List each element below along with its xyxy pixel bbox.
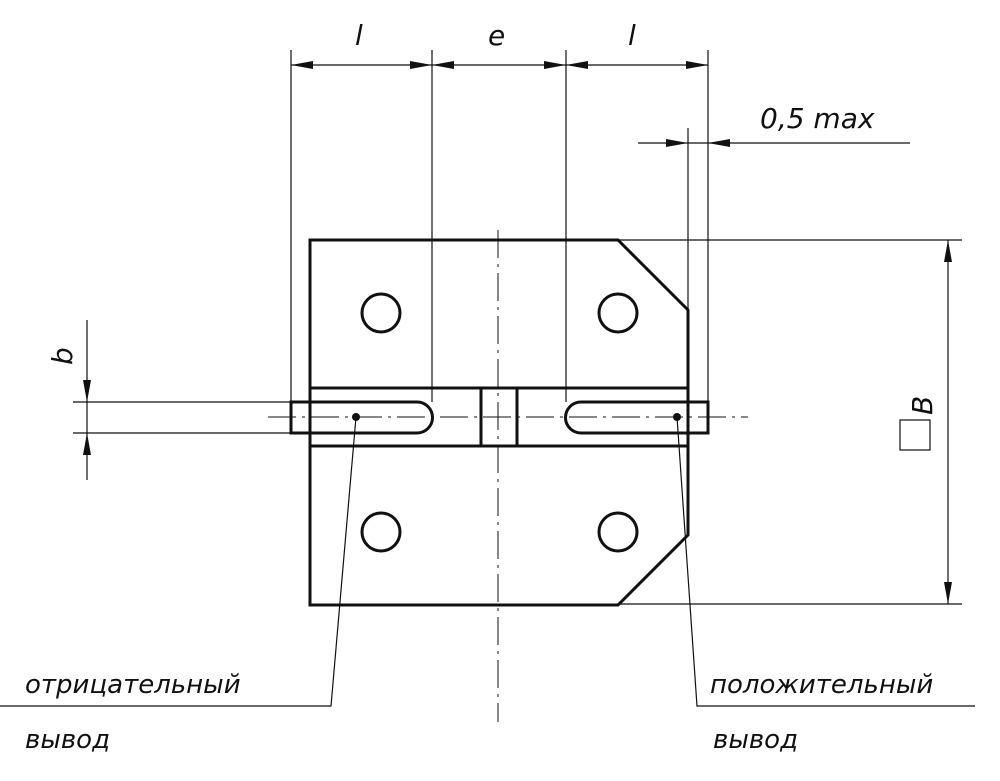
- label-positive-terminal-2: вывод: [713, 725, 798, 755]
- mounting-hole: [360, 292, 402, 334]
- dim-label-b: b: [46, 347, 79, 365]
- dim-label-overhang: 0,5 max: [760, 102, 875, 135]
- mounting-hole: [360, 511, 402, 553]
- dimension-arrows-top: [291, 61, 708, 69]
- dim-label-e: e: [488, 19, 505, 52]
- arrow: [944, 240, 952, 262]
- arrow: [666, 139, 688, 147]
- mounting-hole: [597, 511, 639, 553]
- dim-label-l-right: l: [628, 19, 636, 52]
- arrow: [83, 433, 91, 455]
- mounting-hole: [597, 292, 639, 334]
- arrow: [83, 380, 91, 402]
- leader-negative: [0, 416, 357, 707]
- label-negative-terminal-2: вывод: [25, 725, 110, 755]
- dim-label-B: B: [906, 396, 939, 415]
- label-negative-terminal: отрицательный: [25, 670, 241, 700]
- label-positive-terminal: положительный: [710, 670, 933, 700]
- square-symbol: [899, 419, 931, 451]
- leader-positive: [676, 416, 975, 707]
- arrow: [708, 139, 730, 147]
- negative-lead: [289, 400, 434, 435]
- positive-lead: [564, 400, 710, 435]
- dim-label-l-left: l: [355, 19, 363, 52]
- arrow: [944, 582, 952, 604]
- component-body: [308, 238, 690, 607]
